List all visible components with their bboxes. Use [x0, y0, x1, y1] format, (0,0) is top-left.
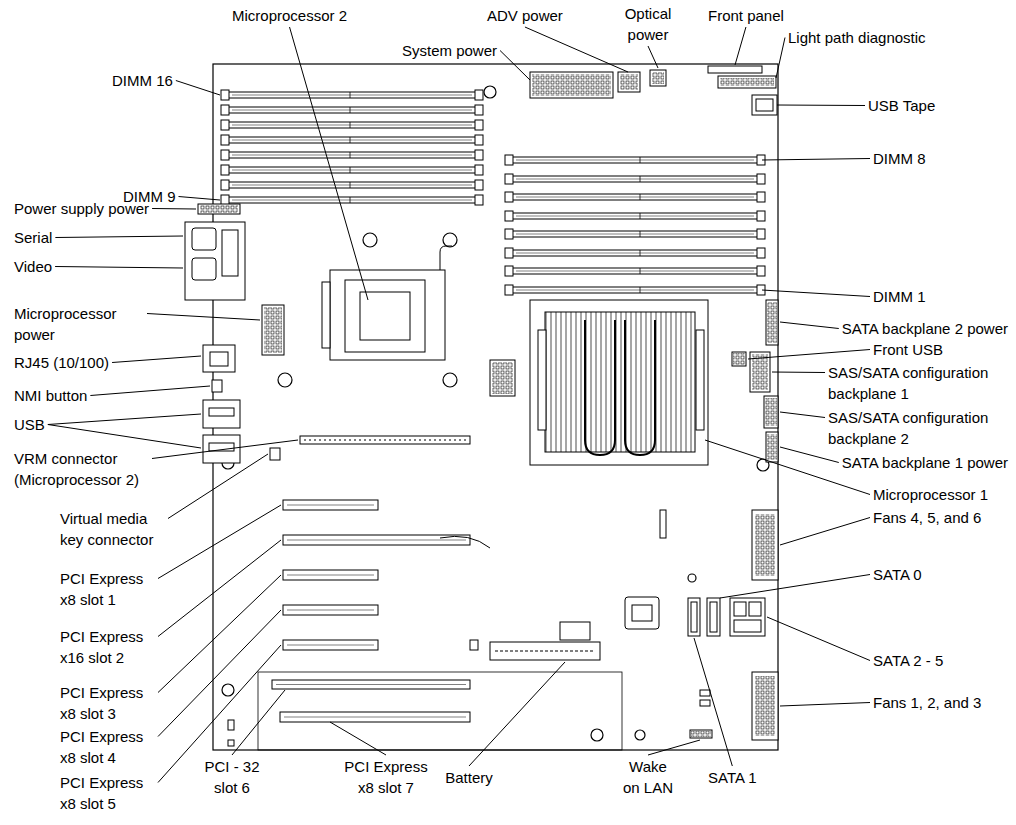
leader-line	[748, 350, 870, 360]
leader-line	[720, 575, 870, 599]
part-label: PCI Express x8 slot 5	[60, 772, 155, 814]
part-label: PCI Express x8 slot 1	[60, 568, 155, 610]
leader-line	[762, 290, 870, 297]
leader-line	[780, 703, 870, 707]
part-label: Front USB	[873, 339, 943, 360]
leader-line	[648, 46, 658, 68]
part-label: PCI Express x8 slot 7	[339, 756, 434, 798]
leader-line	[777, 105, 865, 107]
leader-line	[780, 412, 825, 418]
leader-line	[48, 414, 201, 425]
leader-line	[780, 447, 839, 463]
leader-line	[290, 27, 368, 300]
part-label: Light path diagnostic	[788, 27, 926, 48]
leader-line	[147, 314, 260, 321]
part-label: Fans 1, 2, and 3	[873, 692, 981, 713]
part-label: NMI button	[14, 385, 87, 406]
leader-line	[767, 617, 870, 661]
leader-line	[525, 27, 628, 72]
part-label: PCI Express x8 slot 4	[60, 726, 155, 768]
part-label: Virtual media key connector	[60, 508, 165, 550]
leader-line	[694, 638, 732, 766]
leader-line	[762, 159, 870, 161]
leader-line	[112, 356, 201, 363]
part-label: PCI Express x16 slot 2	[60, 626, 155, 668]
part-label: Front panel	[708, 5, 784, 26]
part-label: PCI Express x8 slot 3	[60, 682, 155, 724]
part-label: VRM connector (Microprocessor 2)	[14, 448, 149, 490]
leader-line	[158, 540, 281, 637]
part-label: USB	[14, 414, 45, 435]
leader-line	[735, 27, 746, 65]
part-label: System power	[402, 40, 497, 61]
leader-line	[158, 505, 281, 579]
part-label: ADV power	[487, 5, 563, 26]
leader-line	[152, 208, 196, 210]
part-label: DIMM 1	[873, 286, 926, 307]
part-label: USB Tape	[868, 95, 935, 116]
leader-line	[780, 518, 870, 546]
part-label: Fans 4, 5, and 6	[873, 507, 981, 528]
part-label: SATA 0	[873, 564, 922, 585]
part-label: Microprocessor 1	[873, 484, 988, 505]
leader-line	[48, 425, 201, 449]
part-label: Microprocessor 2	[232, 5, 347, 26]
part-label: SAS/SATA configuration backplane 2	[828, 407, 1008, 449]
leader-line	[158, 575, 281, 693]
part-label: Microprocessor power	[14, 303, 144, 345]
leader-line	[469, 662, 565, 766]
part-label: RJ45 (10/100)	[14, 352, 109, 373]
part-label: SATA backplane 2 power	[842, 318, 1008, 339]
leader-line	[780, 322, 839, 329]
part-label: Video	[14, 256, 52, 277]
leader-line	[772, 372, 825, 374]
part-label: DIMM 16	[112, 70, 173, 91]
part-label: SATA 2 - 5	[873, 650, 943, 671]
leader-line	[500, 51, 530, 81]
leader-line	[176, 81, 220, 96]
part-label: Power supply power	[14, 198, 149, 219]
leader-line	[55, 236, 183, 238]
leader-line	[776, 38, 785, 79]
leader-line	[232, 690, 285, 755]
part-label: SAS/SATA configuration backplane 1	[828, 362, 1008, 404]
leader-line	[648, 740, 700, 755]
part-label: Optical power	[621, 3, 676, 45]
part-label: SATA 1	[708, 767, 757, 788]
part-label: PCI - 32 slot 6	[201, 756, 263, 798]
leader-line	[55, 267, 183, 269]
leader-line	[152, 440, 298, 459]
leader-line	[330, 722, 386, 755]
leader-line	[90, 386, 210, 396]
leader-line	[179, 197, 221, 201]
part-label: Wake on LAN	[620, 756, 676, 798]
part-label: SATA backplane 1 power	[842, 452, 1008, 473]
part-label: DIMM 8	[873, 148, 926, 169]
part-label: Battery	[445, 767, 493, 788]
part-label: Serial	[14, 227, 52, 248]
leader-line	[168, 454, 268, 519]
